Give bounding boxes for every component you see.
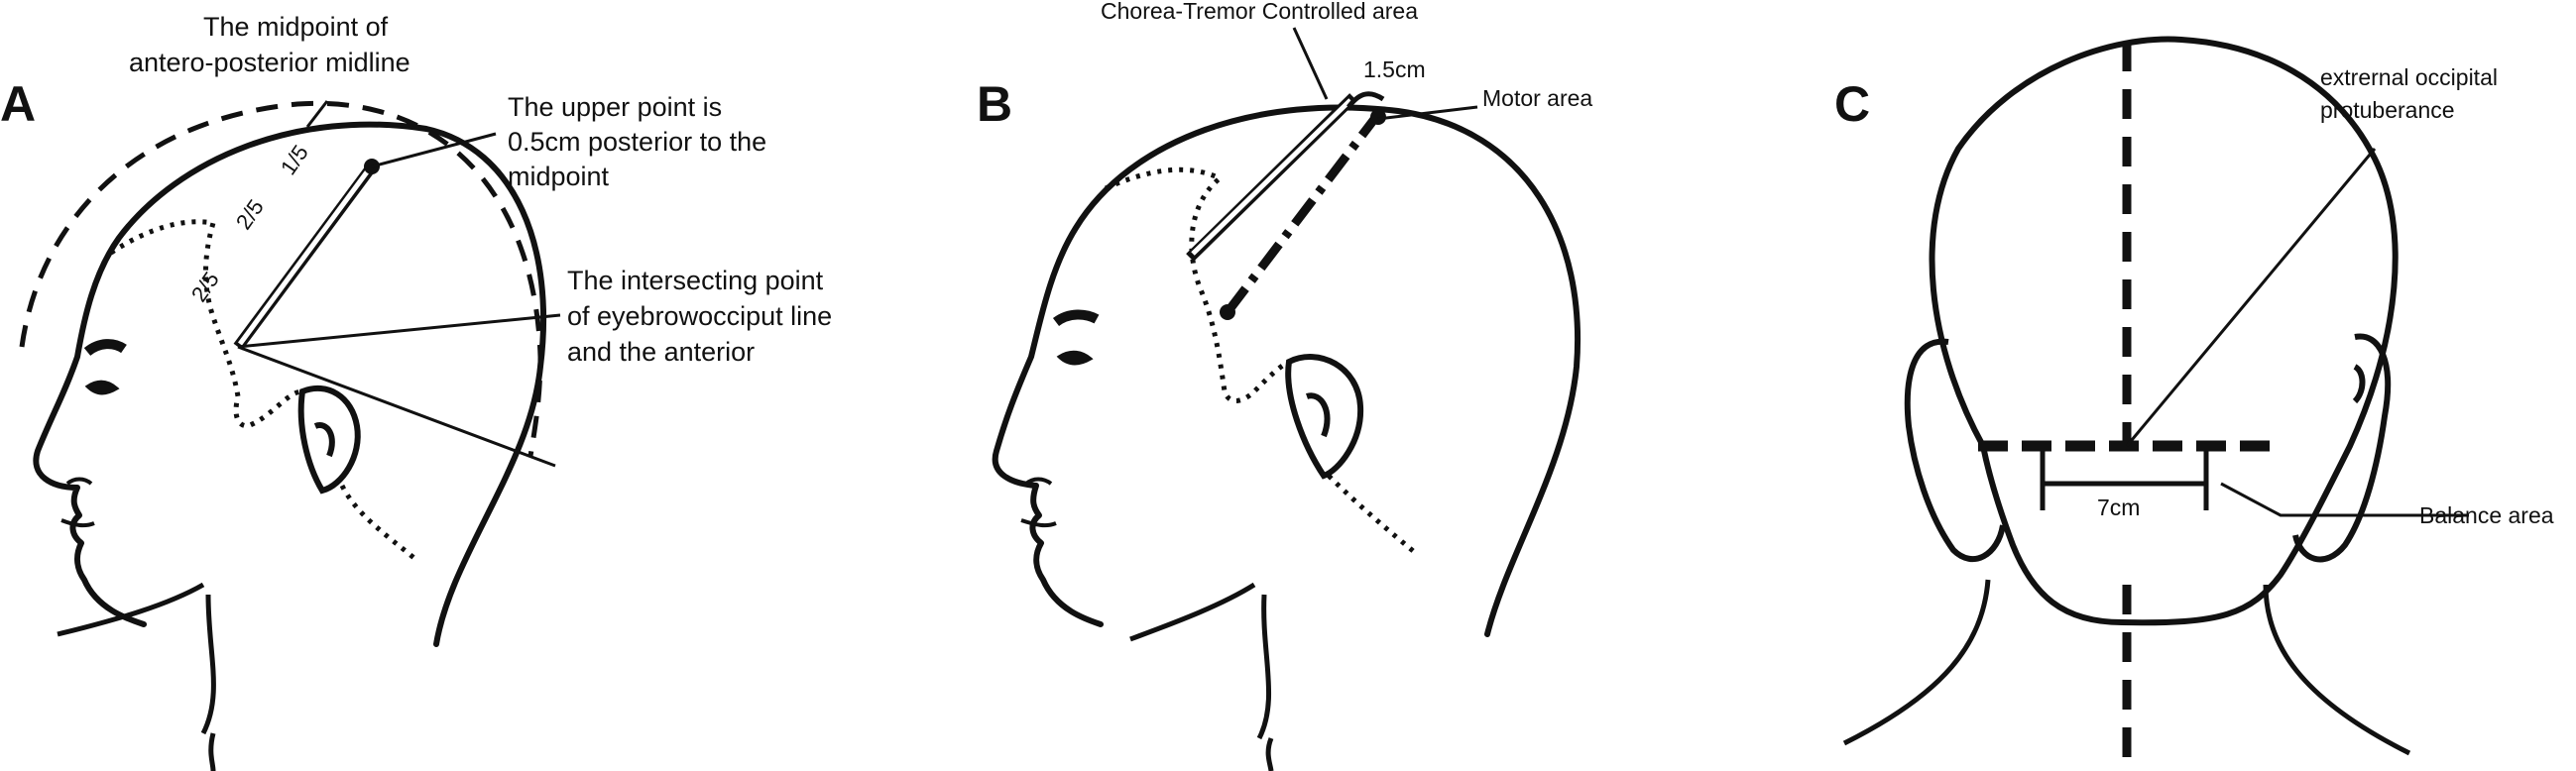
panel-a-motor-line-inner bbox=[237, 167, 372, 346]
panel-c-leader-eop bbox=[2125, 148, 2377, 447]
panel-a-midline-arc bbox=[19, 100, 543, 457]
panel-b-hairline bbox=[1104, 166, 1420, 557]
panel-b-offset-marker bbox=[1347, 91, 1385, 109]
panel-b-neck bbox=[1129, 582, 1274, 771]
panel-a-leader-midpoint bbox=[305, 100, 329, 128]
panel-b-leader-chorea bbox=[1292, 27, 1329, 100]
panel-b-head-outline bbox=[992, 104, 1581, 637]
chorea-label: Chorea-Tremor Controlled area bbox=[1101, 0, 1418, 24]
fraction-2-5-lower: 2/5 bbox=[186, 268, 224, 306]
panel-c: C extrernal occipital protuberance 7cm B… bbox=[1834, 36, 2554, 771]
panel-b-leader-motor bbox=[1377, 105, 1478, 121]
intersect-label-line2: of eyebrowocciput line bbox=[567, 301, 832, 331]
panel-b-letter: B bbox=[977, 76, 1012, 132]
panel-a-eyebrow-occiput-line bbox=[237, 345, 556, 468]
panel-b-mouth bbox=[1020, 518, 1057, 528]
panel-c-neck bbox=[1842, 579, 2411, 756]
intersect-label-line1: The intersecting point bbox=[567, 266, 824, 295]
panel-c-letter: C bbox=[1834, 76, 1870, 132]
panel-a-mouth bbox=[60, 518, 95, 528]
fraction-2-5-upper: 2/5 bbox=[231, 195, 269, 234]
panel-c-right-ear bbox=[2292, 333, 2392, 563]
panel-a-ear bbox=[297, 385, 361, 495]
panel-a-nostril bbox=[65, 477, 93, 486]
panel-c-balance-bracket bbox=[2040, 446, 2209, 510]
panel-a-eye bbox=[84, 380, 120, 395]
intersect-label-line3: and the anterior bbox=[567, 337, 755, 367]
eop-label-line1: extrernal occipital bbox=[2320, 64, 2498, 90]
midpoint-label-line1: The midpoint of bbox=[203, 12, 389, 42]
panel-a-leader-upper bbox=[371, 132, 497, 168]
eop-label-line2: protuberance bbox=[2320, 97, 2455, 123]
panel-b-nostril bbox=[1024, 477, 1053, 486]
upper-point-label-line3: midpoint bbox=[508, 162, 610, 191]
upper-point-label-line1: The upper point is bbox=[508, 92, 722, 122]
panel-b-motor-line bbox=[1224, 111, 1382, 315]
panel-c-head-outline bbox=[1929, 36, 2399, 626]
panel-a: A 1/5 2/5 2/5 The midpoint of bbox=[0, 12, 832, 771]
panel-b-eye bbox=[1056, 350, 1094, 366]
panel-b-eyebrow bbox=[1052, 309, 1100, 327]
panel-a-eyebrow bbox=[83, 339, 127, 357]
panel-c-leader-balance bbox=[2220, 482, 2469, 517]
panel-a-letter: A bbox=[0, 76, 36, 132]
width-label: 7cm bbox=[2097, 495, 2140, 520]
panel-c-left-ear bbox=[1904, 338, 2006, 563]
panel-b: B Chorea-Tremor Controlled area 1.5cm Mo… bbox=[977, 0, 1592, 771]
panel-a-hairline bbox=[109, 219, 418, 562]
midpoint-label-line2: antero-posterior midline bbox=[129, 48, 410, 77]
panel-b-motor-upper-point bbox=[1370, 109, 1386, 125]
fraction-1-5: 1/5 bbox=[276, 141, 313, 179]
panel-a-leader-intersect bbox=[237, 313, 561, 349]
offset-label: 1.5cm bbox=[1363, 56, 1426, 82]
panel-b-motor-lower-point bbox=[1220, 304, 1235, 320]
panel-a-neck bbox=[57, 582, 216, 771]
panel-b-ear bbox=[1285, 354, 1364, 480]
panel-b-chorea-line-inner bbox=[1191, 98, 1352, 256]
upper-point-label-line2: 0.5cm posterior to the bbox=[508, 127, 766, 157]
motor-label: Motor area bbox=[1482, 85, 1592, 111]
balance-label: Balance area bbox=[2419, 502, 2554, 528]
